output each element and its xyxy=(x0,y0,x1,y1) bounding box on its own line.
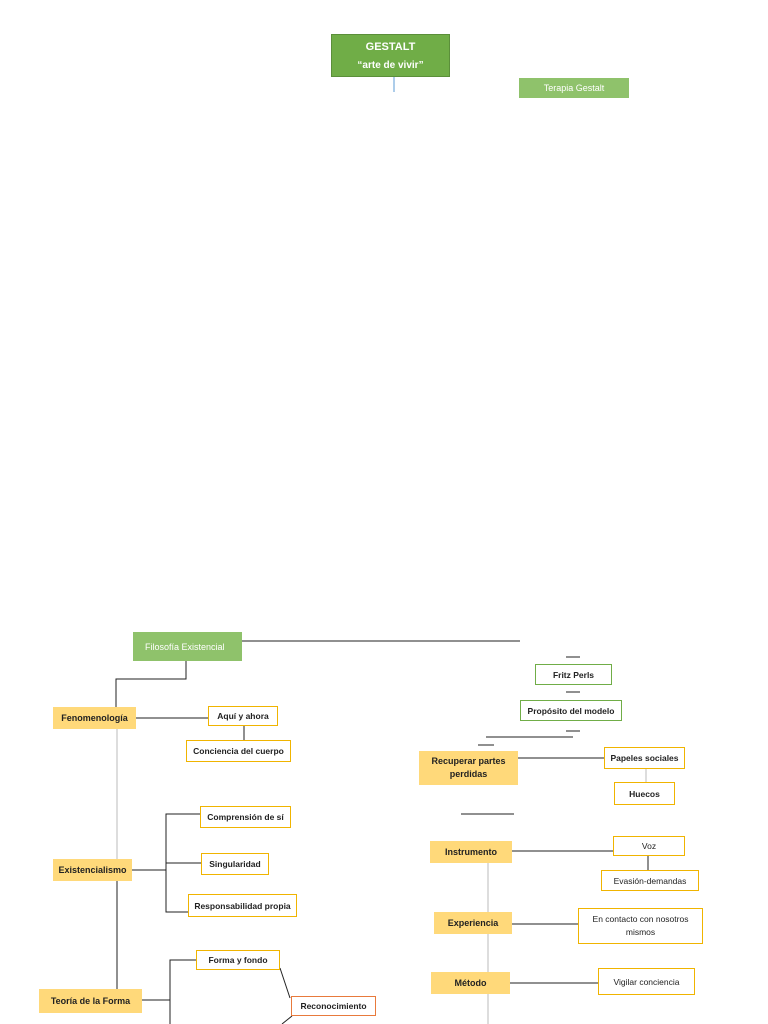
terapia-gestalt-box: Terapia Gestalt xyxy=(519,78,629,98)
comprension-box: Comprensión de sí xyxy=(200,806,291,828)
singularidad-label: Singularidad xyxy=(209,859,261,869)
gestalt-subtitle: “arte de vivir” xyxy=(357,59,424,71)
contacto-box: En contacto con nosotros mismos xyxy=(578,908,703,944)
fenomenologia-label: Fenomenología xyxy=(61,713,128,723)
responsabilidad-box: Responsabilidad propia xyxy=(188,894,297,917)
experiencia-label: Experiencia xyxy=(447,918,499,928)
recuperar-box: Recuperar partes perdidas xyxy=(419,751,518,785)
reconocimiento-label: Reconocimiento xyxy=(300,1001,367,1011)
existencialismo-box: Existencialismo xyxy=(53,859,132,881)
metodo-label: Método xyxy=(454,978,487,988)
existencialismo-label: Existencialismo xyxy=(58,865,127,875)
teoria-forma-label: Teoría de la Forma xyxy=(50,996,131,1006)
voz-label: Voz xyxy=(641,841,657,851)
fritz-perls-box: Fritz Perls xyxy=(535,664,612,685)
comprension-label: Comprensión de sí xyxy=(207,812,284,822)
recuperar-label: Recuperar partes perdidas xyxy=(431,755,506,780)
papeles-box: Papeles sociales xyxy=(604,747,685,769)
filosofia-existencial-label: Filosofía Existencial xyxy=(145,641,225,652)
terapia-gestalt-label: Terapia Gestalt xyxy=(543,83,605,93)
vigilar-label: Vigilar conciencia xyxy=(613,976,680,987)
forma-fondo-label: Forma y fondo xyxy=(208,955,268,965)
conciencia-cuerpo-box: Conciencia del cuerpo xyxy=(186,740,291,762)
instrumento-label: Instrumento xyxy=(444,847,497,857)
aqui-ahora-label: Aquí y ahora xyxy=(217,711,269,721)
evasion-box: Evasión-demandas xyxy=(601,870,699,891)
evasion-label: Evasión-demandas xyxy=(613,875,687,886)
papeles-label: Papeles sociales xyxy=(610,753,679,763)
instrumento-box: Instrumento xyxy=(430,841,512,863)
fenomenologia-box: Fenomenología xyxy=(53,707,136,729)
contacto-label: En contacto con nosotros mismos xyxy=(592,914,689,937)
proposito-box: Propósito del modelo xyxy=(520,700,622,721)
teoria-forma-box: Teoría de la Forma xyxy=(39,989,142,1013)
forma-fondo-box: Forma y fondo xyxy=(196,950,280,970)
huecos-box: Huecos xyxy=(614,782,675,805)
singularidad-box: Singularidad xyxy=(201,853,269,875)
experiencia-box: Experiencia xyxy=(434,912,512,934)
reconocimiento-box: Reconocimiento xyxy=(291,996,376,1016)
filosofia-existencial-box: Filosofía Existencial xyxy=(133,632,242,661)
fritz-perls-label: Fritz Perls xyxy=(552,669,595,680)
voz-box: Voz xyxy=(613,836,685,856)
conciencia-cuerpo-label: Conciencia del cuerpo xyxy=(193,746,284,756)
vigilar-box: Vigilar conciencia xyxy=(598,968,695,995)
gestalt-title-box: GESTALT “arte de vivir” xyxy=(331,34,450,77)
metodo-box: Método xyxy=(431,972,510,994)
aqui-ahora-box: Aquí y ahora xyxy=(208,706,278,726)
gestalt-title: GESTALT xyxy=(365,40,416,53)
huecos-label: Huecos xyxy=(629,788,660,799)
proposito-label: Propósito del modelo xyxy=(527,705,615,716)
responsabilidad-label: Responsabilidad propia xyxy=(194,900,291,911)
